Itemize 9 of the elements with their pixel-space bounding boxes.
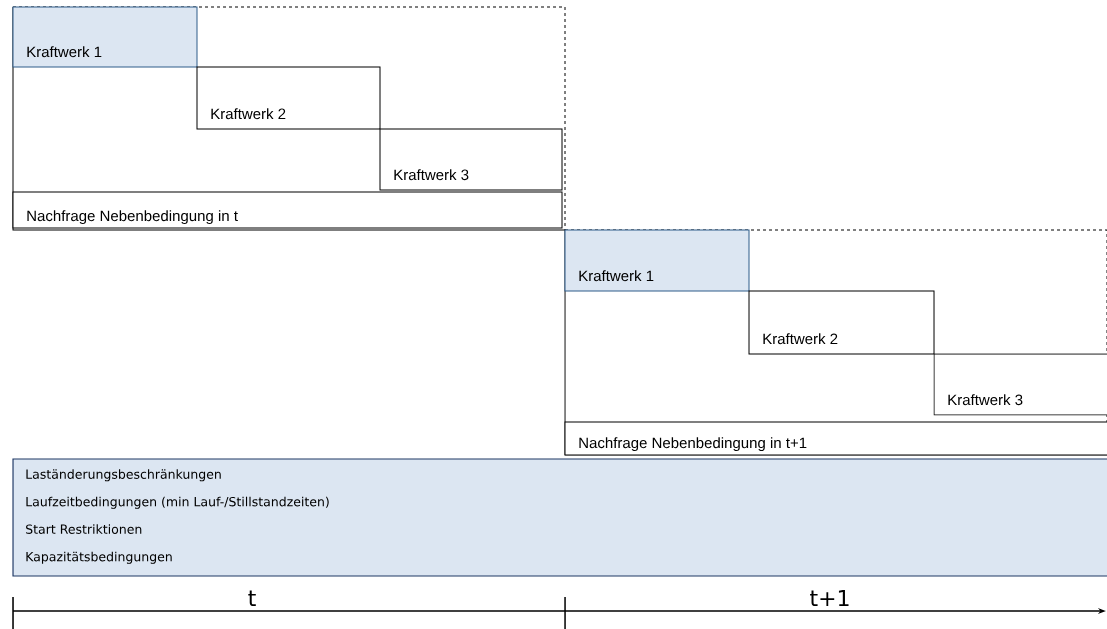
plant-box: Kraftwerk 2 [196, 66, 381, 130]
plant-box: Kraftwerk 3 [379, 128, 563, 191]
plant-box: Kraftwerk 3 [933, 353, 1107, 416]
plant-box: Kraftwerk 2 [748, 290, 935, 355]
plant-box: Kraftwerk 1 [564, 229, 750, 292]
constraint-bar: Nachfrage Nebenbedingung in t+1 [564, 421, 1107, 456]
plant-box: Kraftwerk 1 [12, 6, 198, 68]
constraint-bar: Nachfrage Nebenbedingung in t [12, 191, 563, 229]
constraint-box: Laständerungsbeschränkungen Laufzeitbedingungen (min Lauf-/Stillstandzeiten) Start Restriktionen Kapazitätsbedingungen [12, 458, 1107, 577]
